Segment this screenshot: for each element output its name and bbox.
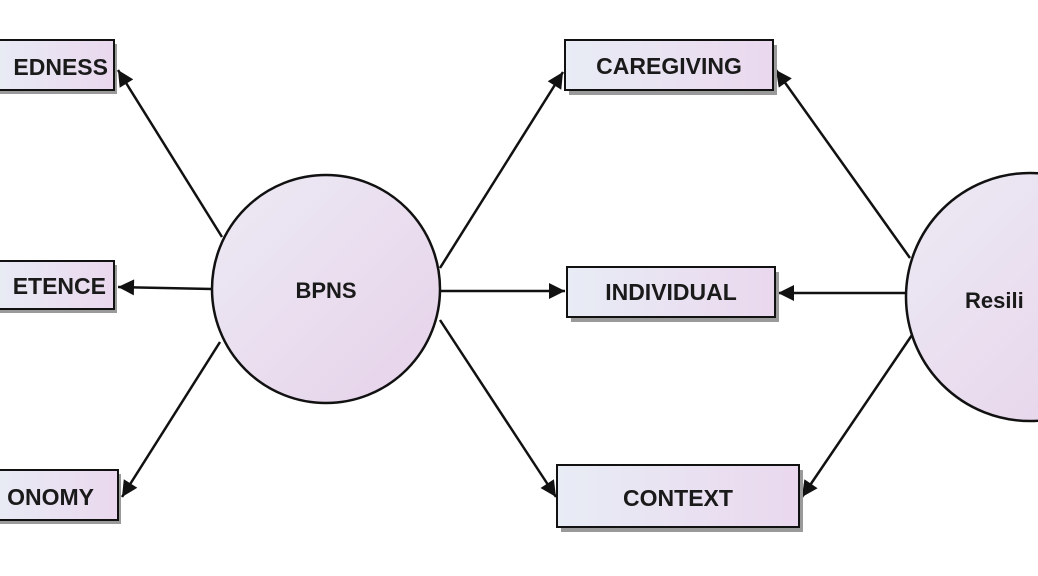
node-caregiving-label: CAREGIVING [596, 53, 742, 79]
edge-bpns-context [438, 319, 558, 498]
edge-resilience-context [800, 334, 914, 498]
node-resilience-label: Resili [965, 288, 1024, 313]
edge-bpns-caregiving [438, 71, 565, 269]
node-competence-label: ETENCE [13, 273, 106, 299]
edge-bpns-autonomy [120, 341, 222, 498]
node-context-label: CONTEXT [623, 485, 733, 511]
node-bpns: BPNS [210, 173, 442, 405]
edges [116, 69, 914, 498]
node-relatedness: EDNESS [0, 39, 117, 94]
node-resilience: Resili [904, 171, 1038, 423]
edge-resilience-caregiving [774, 69, 912, 259]
node-individual: INDIVIDUAL [566, 266, 779, 322]
edge-bpns-competence [117, 279, 213, 296]
node-autonomy: ONOMY [0, 469, 121, 524]
node-context: CONTEXT [556, 464, 803, 532]
edge-bpns-relatedness [116, 69, 224, 238]
node-individual-label: INDIVIDUAL [605, 279, 737, 305]
node-caregiving: CAREGIVING [564, 39, 777, 95]
node-relatedness-label: EDNESS [13, 54, 108, 80]
node-competence: ETENCE [0, 260, 117, 313]
node-autonomy-label: ONOMY [7, 484, 94, 510]
node-bpns-label: BPNS [295, 278, 356, 303]
